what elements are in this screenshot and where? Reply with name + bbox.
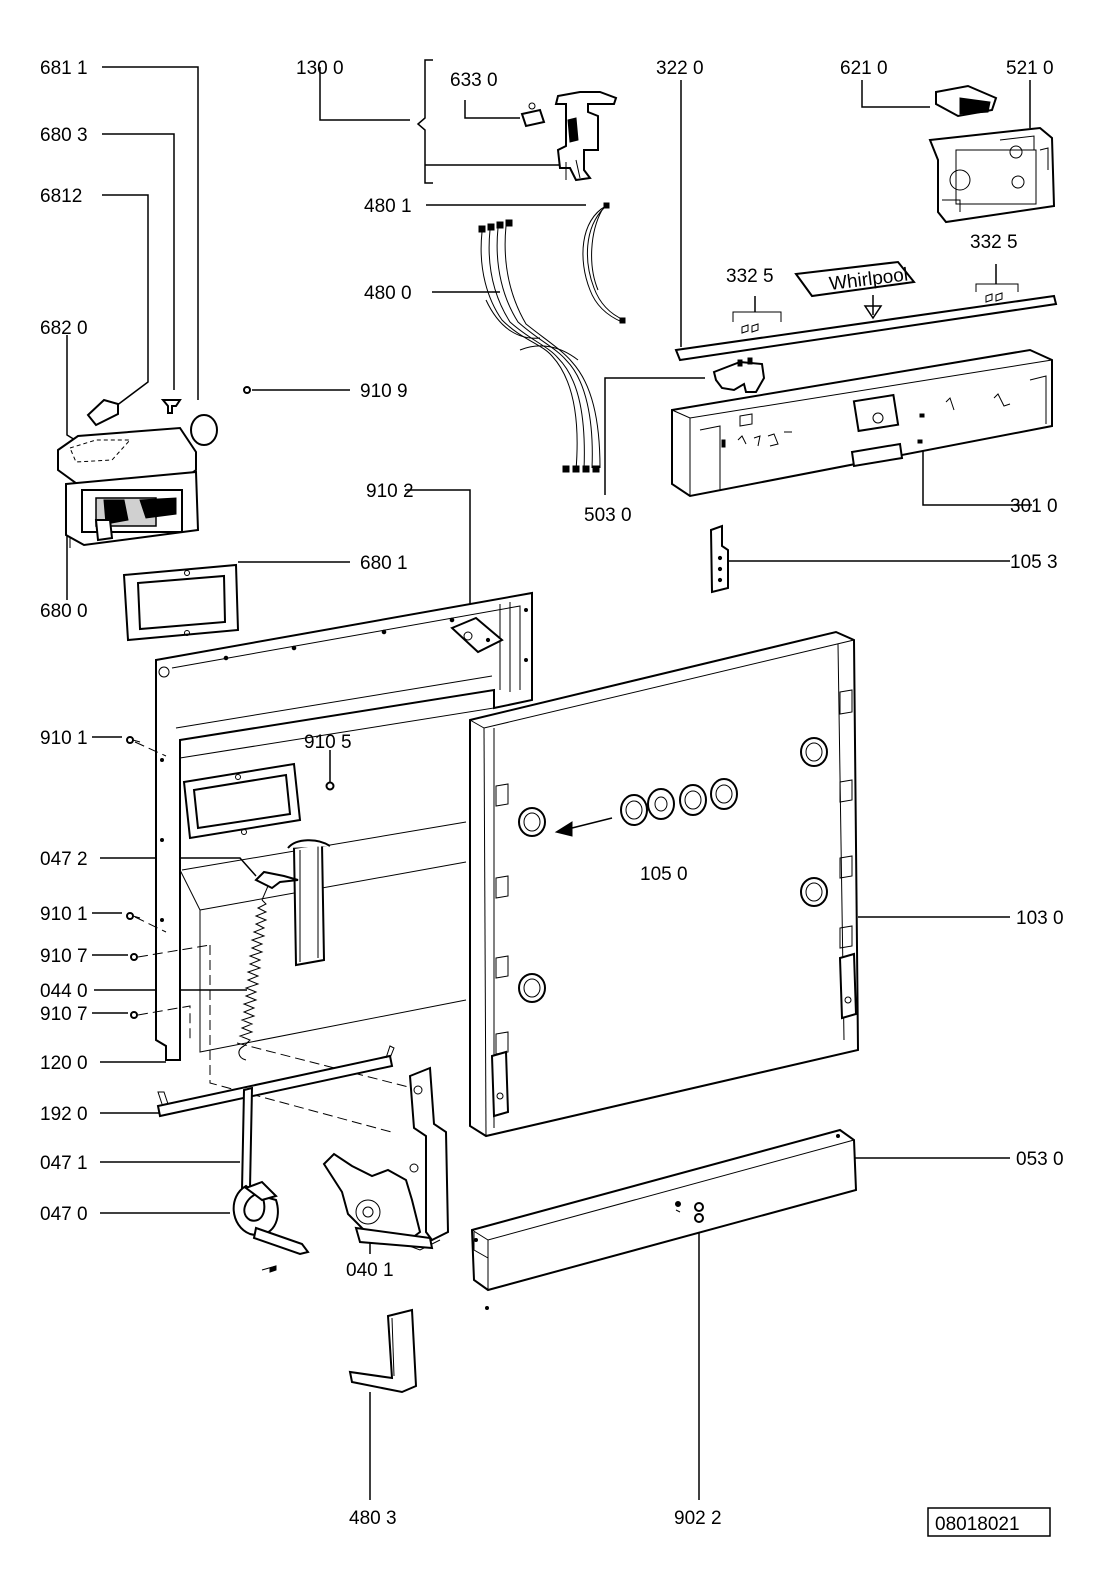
wire-harness-480-0 (478, 219, 601, 473)
part-number-labels: 681 1 680 3 6812 682 0 910 9 680 0 680 1… (40, 58, 1064, 1529)
toe-kick-panel (470, 1128, 858, 1310)
label-120-0: 120 0 (40, 1053, 88, 1074)
fastening-screws (126, 736, 335, 1019)
lower-rail (156, 1045, 395, 1118)
label-633-0: 633 0 (450, 70, 498, 91)
inner-door-panel (134, 591, 533, 1134)
label-192-0: 192 0 (40, 1104, 88, 1125)
toe-bracket (348, 1308, 418, 1394)
brand-label: Whirlpool (794, 260, 916, 320)
label-322-0: 322 0 (656, 58, 704, 79)
label-680-0: 680 0 (40, 601, 88, 622)
hinge-assembly (322, 1066, 450, 1251)
label-053-0: 053 0 (1016, 1149, 1064, 1170)
hinge-rod (240, 1086, 254, 1192)
control-panel-trim-strip (674, 294, 1058, 362)
hinge-plate-910-2 (450, 616, 504, 654)
label-480-0: 480 0 (364, 283, 412, 304)
hinge-clamp (232, 1180, 310, 1273)
label-332-5-right: 332 5 (970, 232, 1018, 253)
label-047-0: 047 0 (40, 1204, 88, 1225)
leader-lines (66, 59, 1032, 1500)
label-910-5: 910 5 (304, 732, 352, 753)
label-105-3: 105 3 (1010, 552, 1058, 573)
dispenser-gasket (122, 563, 240, 642)
label-910-1-upper: 910 1 (40, 728, 88, 749)
hinge-bushings-105-0 (554, 778, 738, 837)
label-682-0: 682 0 (40, 318, 88, 339)
label-681-1: 681 1 (40, 58, 88, 79)
selector-module (935, 84, 998, 118)
label-902-2: 902 2 (674, 1508, 722, 1529)
connector-block (712, 357, 766, 393)
panel-clips (732, 264, 1019, 334)
door-switch-assembly (520, 91, 618, 182)
label-044-0: 044 0 (40, 981, 88, 1002)
label-040-1: 040 1 (346, 1260, 394, 1281)
label-521-0: 521 0 (1006, 58, 1054, 79)
screw-910-9 (243, 386, 251, 394)
dispenser-lever (160, 399, 182, 414)
drawing-number-box: 08018021 (927, 1507, 1051, 1537)
rinse-aid-cap (190, 414, 218, 446)
label-480-3: 480 3 (349, 1508, 397, 1529)
hinge-bracket-105-3 (709, 524, 729, 594)
door-spring (238, 870, 299, 1061)
label-130-0: 130 0 (296, 58, 344, 79)
label-910-1-lower: 910 1 (40, 904, 88, 925)
electronic-control-board (928, 126, 1056, 224)
label-105-0: 105 0 (640, 864, 688, 885)
label-621-0: 621 0 (840, 58, 888, 79)
label-480-1: 480 1 (364, 196, 412, 217)
label-332-5-left: 332 5 (726, 266, 774, 287)
label-910-7-upper: 910 7 (40, 946, 88, 967)
outer-door-panel (469, 630, 860, 1138)
label-047-1: 047 1 (40, 1153, 88, 1174)
wire-harness-480-1 (582, 202, 626, 324)
drawing-number: 08018021 (935, 1514, 1020, 1535)
label-680-1: 680 1 (360, 553, 408, 574)
label-910-7-lower: 910 7 (40, 1004, 88, 1025)
control-panel-console (671, 348, 1053, 498)
label-503-0: 503 0 (584, 505, 632, 526)
label-6812: 6812 (40, 186, 82, 207)
label-047-2: 047 2 (40, 849, 88, 870)
dispenser-latch (86, 398, 119, 427)
label-301-0: 301 0 (1010, 496, 1058, 517)
label-680-3: 680 3 (40, 125, 88, 146)
label-910-9: 910 9 (360, 381, 408, 402)
toe-panel-screw (694, 1202, 704, 1223)
label-910-2: 910 2 (366, 481, 414, 502)
detergent-dispenser (57, 426, 200, 548)
label-103-0: 103 0 (1016, 908, 1064, 929)
